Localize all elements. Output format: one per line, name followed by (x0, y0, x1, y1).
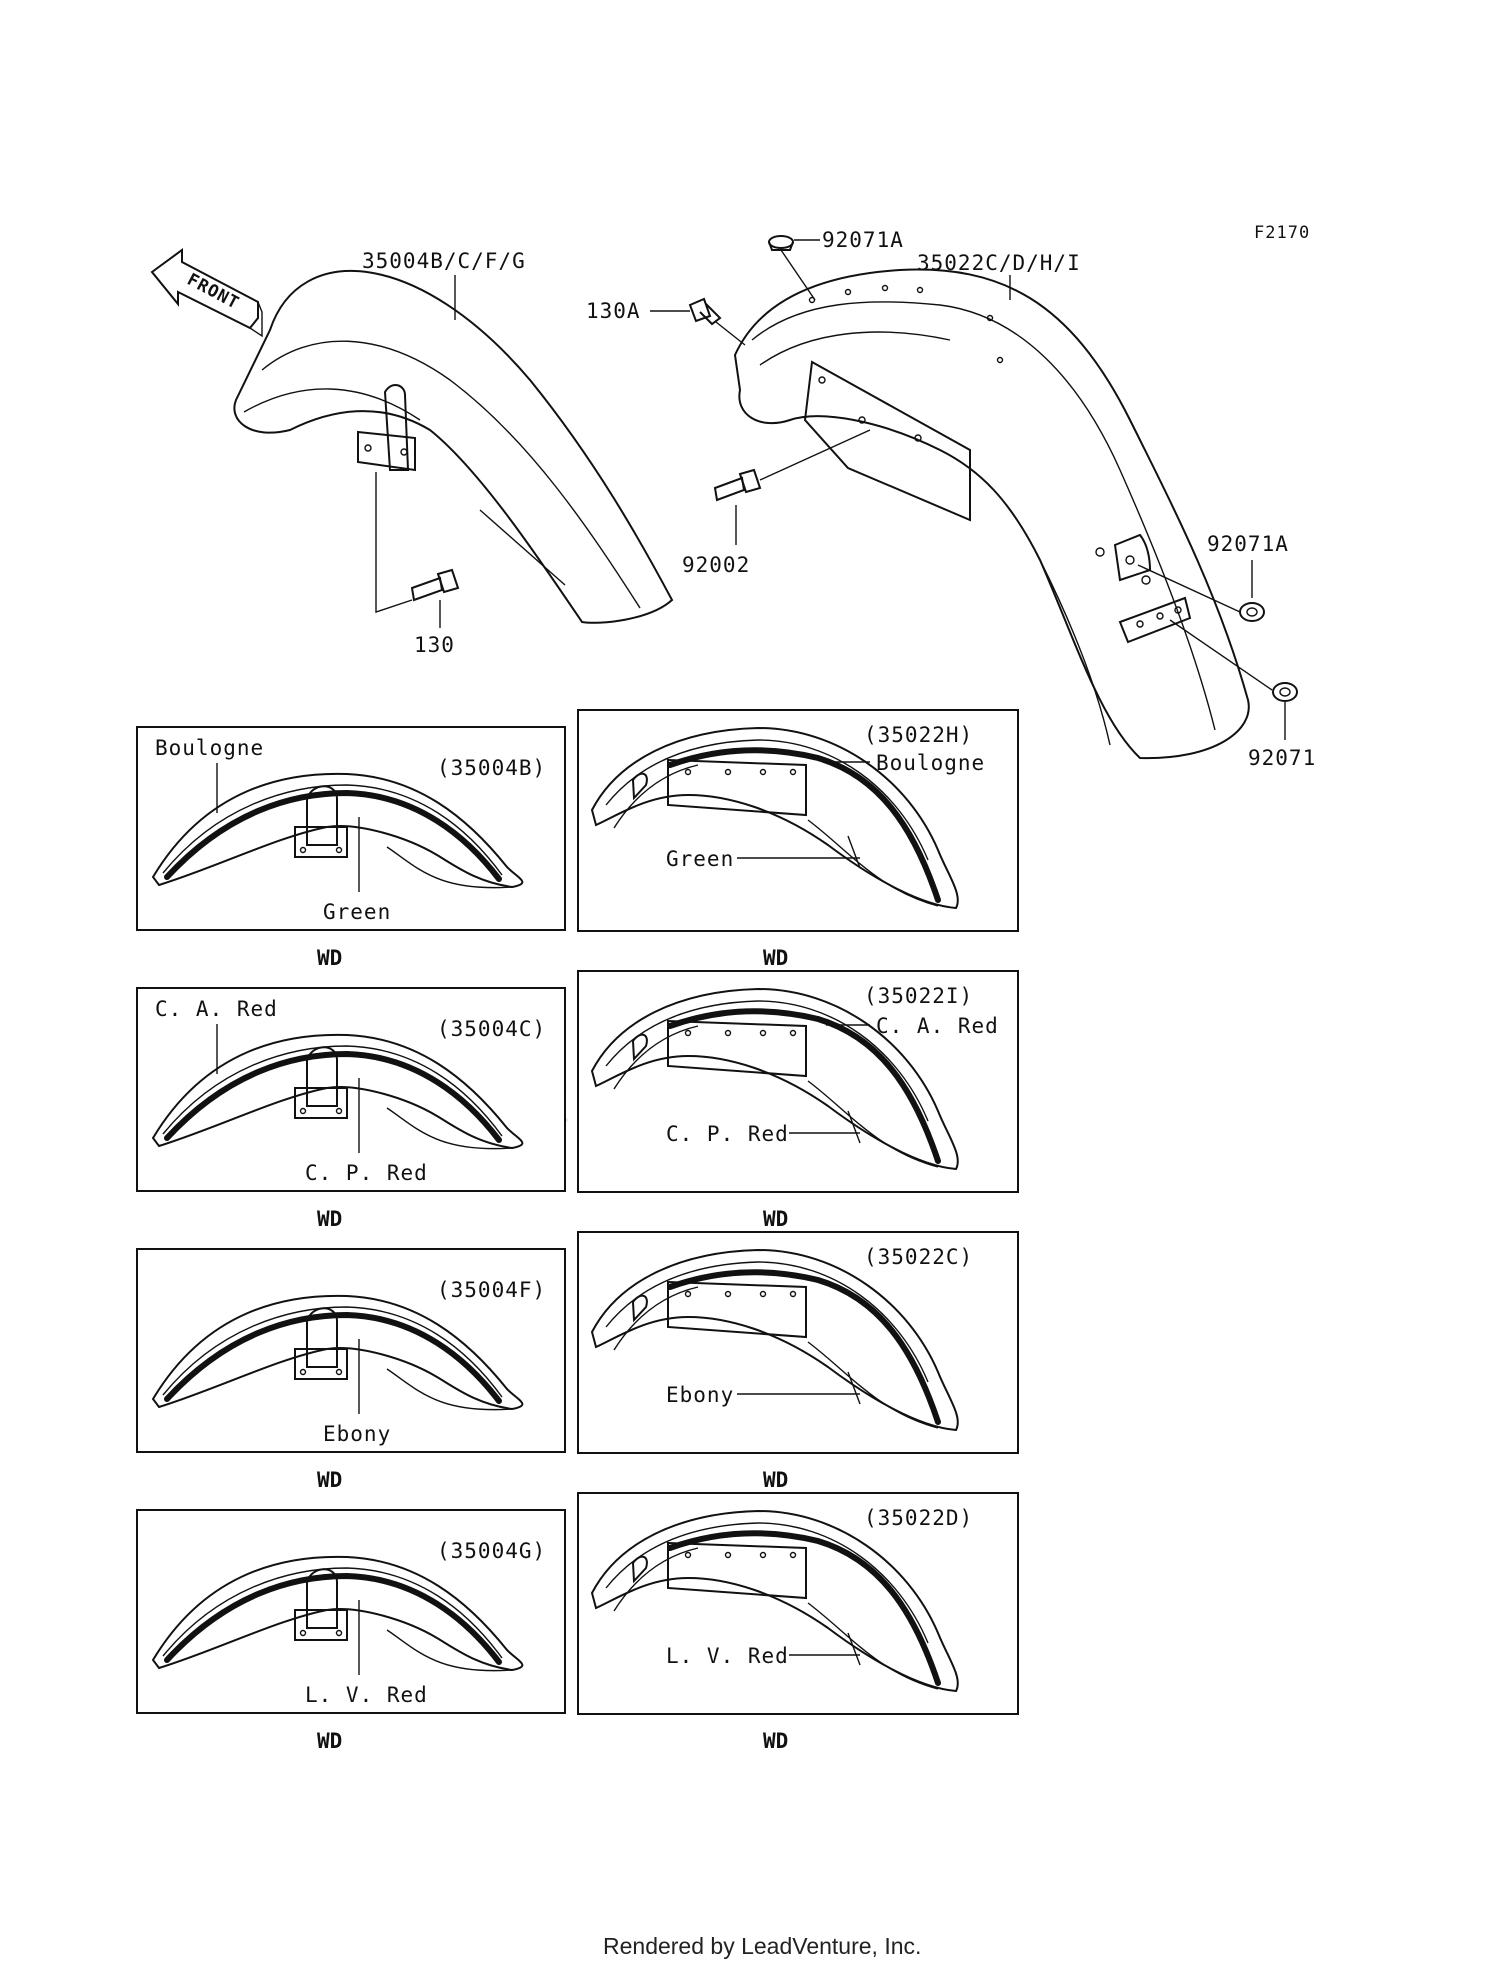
variant-code: (35022D) (864, 1506, 973, 1530)
body-color-label: L. V. Red (305, 1683, 428, 1707)
callout-130: 130 (414, 633, 455, 657)
bolt-130-icon (410, 568, 460, 602)
fender-stripe (667, 1530, 941, 1686)
grommet-92071a-right-icon (1239, 602, 1265, 622)
body-color-label: C. P. Red (305, 1161, 428, 1185)
leader-92071a-right (1137, 560, 1253, 613)
grommet-92071a-top-icon (768, 235, 794, 251)
fender-stripe (164, 1050, 502, 1143)
callout-rear-fender: 35022C/D/H/I (917, 251, 1081, 275)
body-color-label: Ebony (323, 1422, 391, 1446)
bolt-92002-icon (713, 468, 762, 502)
callout-130a: 130A (586, 299, 641, 323)
leader-92071a-top (780, 239, 820, 301)
stripe-color-label: C. A. Red (155, 997, 278, 1021)
fender-stripe (164, 1311, 502, 1404)
figure-code: F2170 (1254, 223, 1310, 243)
variant-tag: WD (763, 946, 788, 970)
bolt-130a-icon (688, 297, 722, 326)
body-color-label: Green (323, 900, 391, 924)
stripe-color-label: C. A. Red (876, 1014, 999, 1038)
front-arrow-icon: FRONT (150, 248, 263, 338)
stripe-color-label: Boulogne (876, 751, 985, 775)
variant-code: (35022H) (864, 723, 973, 747)
variant-code: (35004G) (437, 1539, 546, 1563)
variant-tag: WD (763, 1207, 788, 1231)
callout-92071a-top: 92071A (822, 228, 904, 252)
variant-code: (35022I) (864, 984, 973, 1008)
variant-tag: WD (763, 1729, 788, 1753)
body-color-label: L. V. Red (666, 1644, 789, 1668)
callout-92071a-right: 92071A (1207, 532, 1289, 556)
fender-stripe (667, 1269, 941, 1425)
variant-code: (35004B) (437, 756, 546, 780)
variant-tag: WD (317, 946, 342, 970)
variant-code: (35004C) (437, 1017, 546, 1041)
callout-92071: 92071 (1248, 746, 1316, 770)
fender-stripe (667, 1008, 941, 1164)
fender-stripe (667, 747, 941, 903)
leader-92002 (735, 429, 871, 545)
leader-130a (650, 310, 746, 346)
leader-92071 (1169, 619, 1286, 740)
callout-92002: 92002 (682, 553, 750, 577)
variant-code: (35022C) (864, 1245, 973, 1269)
callout-front-fender: 35004B/C/F/G (362, 249, 526, 273)
front-arrow-label: FRONT (184, 270, 243, 314)
footer-credit: Rendered by LeadVenture, Inc. (603, 1933, 921, 1959)
variant-tag: WD (317, 1729, 342, 1753)
variant-tag: WD (317, 1468, 342, 1492)
grommet-92071-icon (1272, 682, 1298, 702)
variant-code: (35004F) (437, 1278, 546, 1302)
fender-stripe (164, 789, 502, 882)
leader-130 (375, 472, 441, 628)
stripe-color-label: Boulogne (155, 736, 264, 760)
body-color-label: Ebony (666, 1383, 734, 1407)
body-color-label: C. P. Red (666, 1122, 789, 1146)
body-color-label: Green (666, 847, 734, 871)
variant-tag: WD (763, 1468, 788, 1492)
variant-tag: WD (317, 1207, 342, 1231)
front-fender (233, 270, 674, 624)
fender-stripe (164, 1572, 502, 1665)
rear-fender (733, 268, 1250, 760)
